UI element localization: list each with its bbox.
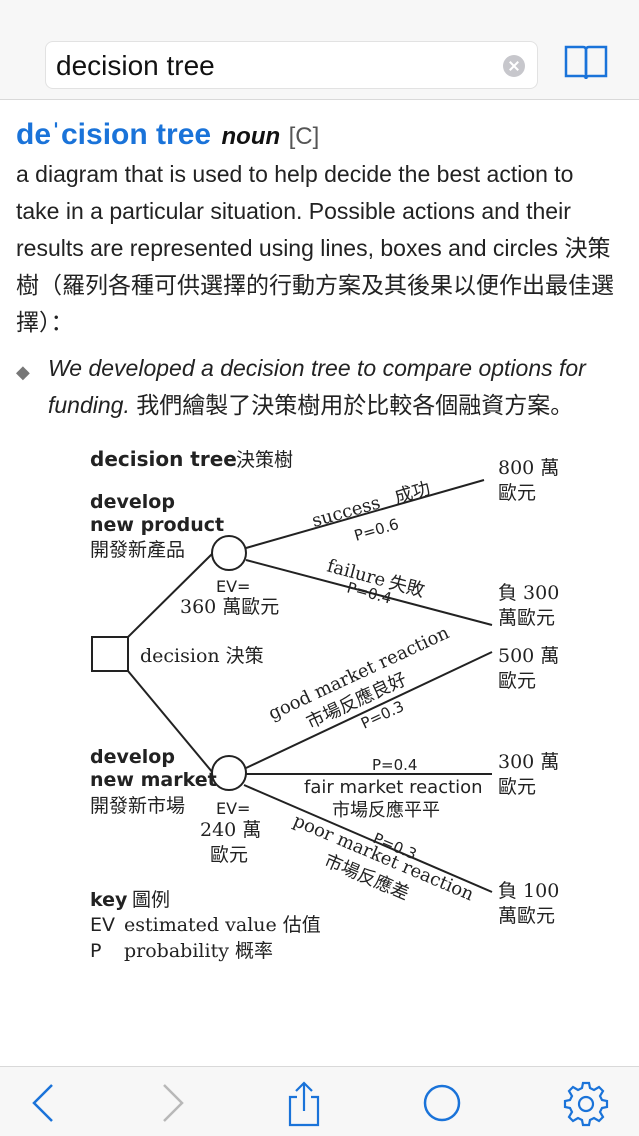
key-title-zh: 圖例 — [132, 889, 170, 911]
success-label-zh: 成功 — [392, 478, 432, 508]
bottom-toolbar — [0, 1066, 639, 1136]
outcome-fair-2: 歐元 — [498, 776, 536, 798]
headword-line: deˈcision tree noun [C] — [16, 118, 319, 152]
headword: deˈcision tree — [16, 118, 212, 151]
diagram-title-zh: 決策樹 — [236, 449, 293, 471]
key-title: key — [90, 889, 128, 911]
dictionary-entry: deˈcision tree noun [C] a diagram that i… — [0, 100, 639, 1066]
example-english: We developed a decision tree to compare … — [48, 355, 586, 418]
circle-icon[interactable] — [418, 1079, 466, 1127]
product-label-2: new product — [90, 514, 224, 536]
outcome-good-2: 歐元 — [498, 670, 536, 692]
chance-node-market — [211, 755, 247, 791]
decision-tree-figure: decision tree 決策樹 develop new product 開發… — [80, 440, 580, 970]
branch-failure — [245, 559, 493, 626]
decision-label: decision 決策 — [140, 645, 264, 667]
search-input[interactable] — [56, 46, 496, 86]
product-label-zh: 開發新產品 — [90, 539, 185, 561]
outcome-fair-1: 300 萬 — [498, 751, 559, 773]
outcome-poor-2: 萬歐元 — [498, 905, 555, 927]
fair-reaction-label: fair market reaction — [304, 777, 483, 798]
product-label-1: develop — [90, 491, 175, 513]
success-probability: P=0.6 — [352, 515, 401, 545]
part-of-speech: noun — [221, 123, 281, 150]
product-ev-label: EV= — [216, 577, 250, 596]
failure-probability: P=0.4 — [345, 578, 394, 607]
search-bar — [0, 0, 639, 100]
back-icon[interactable] — [22, 1079, 70, 1127]
gear-icon[interactable] — [562, 1079, 610, 1127]
branch-product — [127, 552, 214, 638]
diagram-title: decision tree — [90, 447, 237, 471]
fair-reaction-probability: P=0.4 — [372, 756, 417, 774]
product-ev-value: 360 萬歐元 — [180, 596, 279, 618]
failure-label-zh: 失敗 — [387, 572, 427, 602]
branch-poor — [243, 784, 493, 893]
branch-good — [245, 651, 493, 769]
branch-success — [245, 479, 485, 549]
chance-node-product — [211, 535, 247, 571]
definition: a diagram that is used to help decide th… — [16, 161, 614, 335]
share-icon[interactable] — [280, 1079, 328, 1127]
key-p-text: probability 概率 — [124, 940, 273, 962]
market-ev-label: EV= — [216, 799, 250, 818]
diamond-bullet-icon: ◆ — [16, 362, 30, 382]
market-ev-value-2: 歐元 — [210, 844, 248, 866]
outcome-good-1: 500 萬 — [498, 645, 559, 667]
example-sentence: ◆ We developed a decision tree to compar… — [16, 350, 626, 424]
fair-reaction-label-zh: 市場反應平平 — [332, 799, 440, 821]
grammar-code: [C] — [288, 123, 320, 150]
market-ev-value-1: 240 萬 — [200, 819, 261, 841]
forward-icon[interactable] — [146, 1079, 194, 1127]
branch-market — [127, 670, 214, 774]
clear-icon[interactable] — [503, 55, 525, 77]
outcome-success-1: 800 萬 — [498, 457, 559, 479]
decision-tree-diagram: decision tree 決策樹 develop new product 開發… — [90, 447, 559, 962]
outcome-success-2: 歐元 — [498, 482, 536, 504]
market-label-zh: 開發新市場 — [90, 795, 185, 817]
market-label-2: new market — [90, 769, 217, 791]
book-icon[interactable] — [562, 43, 610, 83]
key-p-abbr: P — [90, 940, 101, 962]
key-ev-text: estimated value 估值 — [124, 914, 321, 936]
search-box[interactable] — [45, 41, 538, 89]
outcome-poor-1: 負 100 — [498, 880, 559, 902]
example-chinese: 我們繪製了決策樹用於比較各個融資方案。 — [136, 392, 574, 418]
outcome-failure-1: 負 300 — [498, 582, 559, 604]
outcome-failure-2: 萬歐元 — [498, 607, 555, 629]
decision-node — [91, 636, 129, 672]
key-ev-abbr: EV — [90, 914, 115, 936]
market-label-1: develop — [90, 746, 175, 768]
